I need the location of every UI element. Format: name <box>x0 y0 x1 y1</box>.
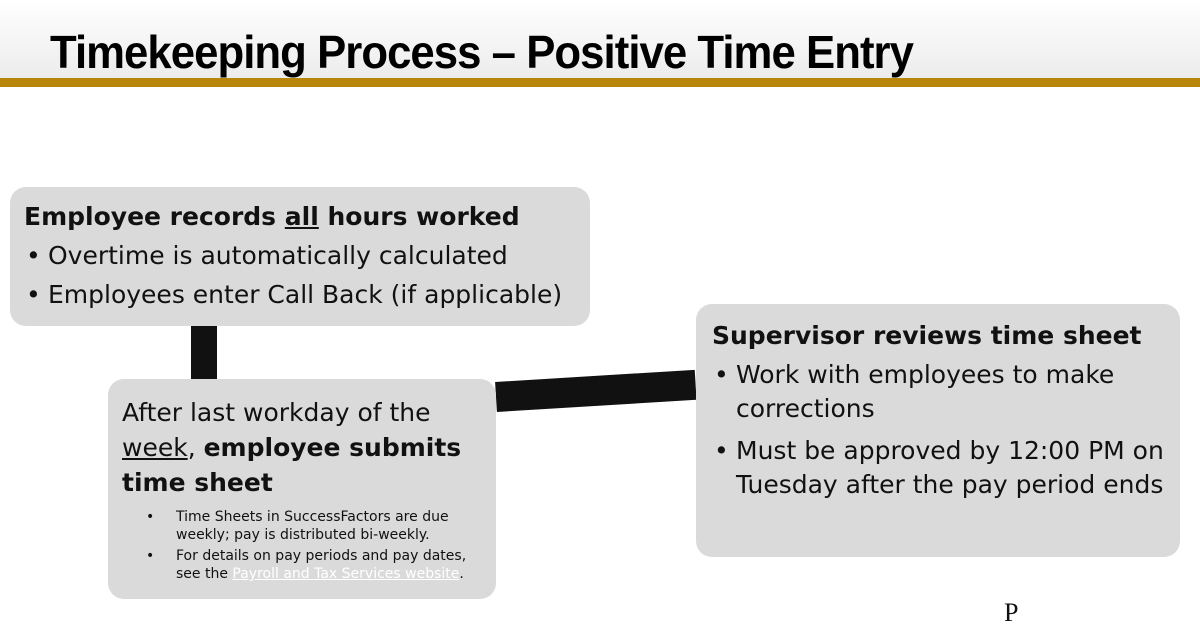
lead-bold-text: employee submits time sheet <box>122 433 462 497</box>
lead-underlined-word: week <box>122 433 188 462</box>
list-item-details: For details on pay periods and pay dates… <box>144 547 482 583</box>
title-underline-rule <box>0 78 1200 87</box>
lead-separator: , <box>187 433 204 462</box>
list-item: Work with employees to make corrections <box>712 358 1166 426</box>
heading-underlined-word: all <box>284 202 319 231</box>
employee-records-list: Overtime is automatically calculated Emp… <box>24 239 576 311</box>
lead-text-start: After last workday of the <box>122 398 431 427</box>
details-period: . <box>459 566 464 582</box>
slide-title: Timekeeping Process – Positive Time Entr… <box>50 26 914 78</box>
connector-vertical <box>191 325 217 381</box>
payroll-tax-services-link[interactable]: Payroll and Tax Services website <box>232 566 460 582</box>
heading-text-end: hours worked <box>318 202 520 231</box>
heading-text-start: Employee records <box>24 202 285 231</box>
list-item: Employees enter Call Back (if applicable… <box>24 278 576 311</box>
supervisor-review-heading: Supervisor reviews time sheet <box>712 321 1142 350</box>
list-item: Time Sheets in SuccessFactors are due we… <box>144 508 482 544</box>
employee-records-box: Employee records all hours worked Overti… <box>10 187 590 326</box>
cropped-corner-text: P <box>1004 598 1019 627</box>
connector-horizontal <box>495 369 697 412</box>
submit-timesheet-notes: Time Sheets in SuccessFactors are due we… <box>122 508 482 583</box>
list-item: Must be approved by 12:00 PM on Tuesday … <box>712 434 1166 502</box>
employee-records-heading: Employee records all hours worked <box>24 201 576 233</box>
submit-timesheet-lead: After last workday of the week, employee… <box>122 395 482 500</box>
submit-timesheet-box: After last workday of the week, employee… <box>108 379 496 599</box>
details-text: For details on pay periods and pay dates… <box>176 548 467 582</box>
supervisor-review-box: Supervisor reviews time sheet Work with … <box>696 304 1180 557</box>
supervisor-review-list: Work with employees to make corrections … <box>712 358 1166 502</box>
title-band <box>0 0 1200 78</box>
list-item: Overtime is automatically calculated <box>24 239 576 272</box>
